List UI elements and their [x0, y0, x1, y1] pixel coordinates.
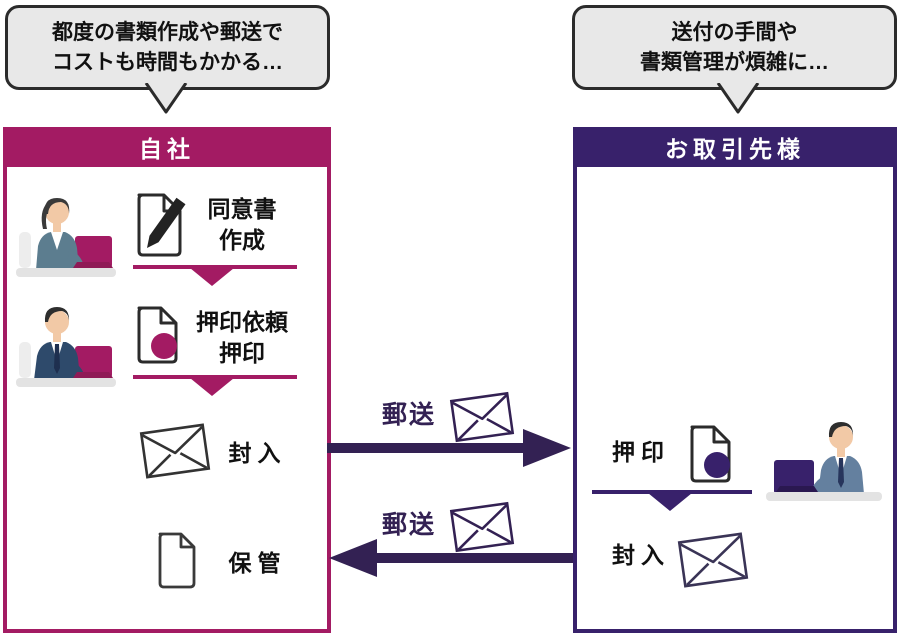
- speech-bubble-partner: 送付の手間や 書類管理が煩雑に…: [572, 5, 897, 114]
- step-separator-line: [133, 265, 297, 269]
- step-separator-line: [133, 375, 297, 379]
- document-icon: [158, 532, 196, 589]
- document-seal-icon: [690, 425, 731, 483]
- mail-arrow-label: 郵送: [382, 511, 437, 539]
- step-label-line: 同意書: [207, 196, 277, 222]
- step-label-line: 押印依頼: [196, 309, 288, 335]
- bubble-tail: [144, 83, 188, 114]
- bubble-text-line: 送付の手間や: [671, 21, 798, 44]
- seal-stamp-icon: [151, 333, 177, 359]
- document-pen-icon: [137, 193, 186, 257]
- company-panel-title: 自社: [7, 131, 327, 167]
- step-label: 同意書 作成: [177, 194, 307, 256]
- step-label-line: 押印: [219, 340, 265, 366]
- document-seal-icon: [137, 306, 178, 364]
- step-separator-line: [592, 490, 752, 494]
- down-arrow-icon: [648, 493, 692, 511]
- man-at-laptop-illustration: [766, 422, 882, 501]
- arrow-right-icon: [327, 429, 571, 467]
- step-label-line: 押印: [612, 439, 670, 465]
- envelope-icon: [449, 501, 515, 553]
- step-label: 保管: [210, 548, 305, 579]
- partner-panel: お取引先様 押印 封入: [573, 127, 897, 633]
- step-label-line: 作成: [219, 227, 265, 253]
- man-at-laptop-illustration: [16, 307, 116, 387]
- step-label: 封入: [210, 438, 305, 469]
- bubble-text-line: 書類管理が煩雑に…: [640, 51, 829, 74]
- arrow-left-icon: [329, 539, 573, 577]
- down-arrow-icon: [190, 268, 234, 286]
- step-label: 押印依頼 押印: [173, 307, 311, 369]
- partner-panel-title: お取引先様: [577, 131, 893, 167]
- bubble-text-line: 都度の書類作成や郵送で: [52, 21, 283, 44]
- envelope-icon: [139, 423, 211, 479]
- envelope-icon: [677, 532, 749, 588]
- step-label-line: 封入: [612, 542, 670, 568]
- step-label: 封入: [596, 540, 686, 571]
- bubble-text-line: コストも時間もかかる…: [52, 51, 283, 74]
- envelope-icon: [449, 391, 515, 443]
- down-arrow-icon: [190, 378, 234, 396]
- step-label-line: 封入: [228, 440, 287, 466]
- mail-arrow-label: 郵送: [382, 401, 437, 429]
- step-label: 押印: [596, 437, 686, 468]
- woman-at-laptop-illustration: [16, 198, 116, 277]
- bubble-tail: [716, 83, 760, 114]
- seal-stamp-icon: [704, 452, 730, 478]
- company-panel: 自社 同意書 作成: [3, 127, 331, 633]
- speech-bubble-company: 都度の書類作成や郵送で コストも時間もかかる…: [5, 5, 330, 114]
- step-label-line: 保管: [228, 550, 287, 576]
